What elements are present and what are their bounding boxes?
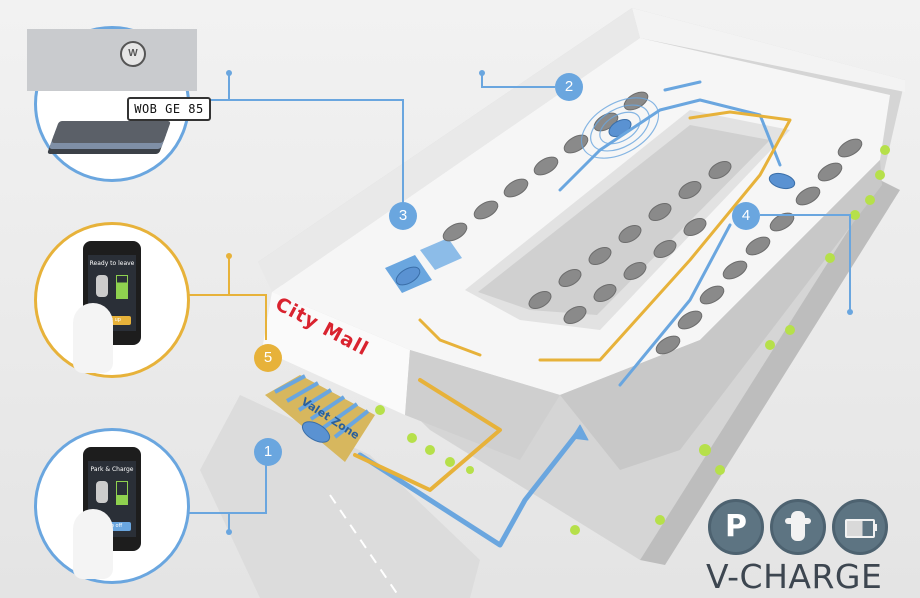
battery-icon <box>116 275 128 299</box>
callout-5: 5 <box>254 344 282 372</box>
phone-screen-title: Ready to leave <box>89 260 135 267</box>
car-icon <box>96 481 108 503</box>
building-wall-back <box>258 8 640 292</box>
car-front-grille <box>27 29 197 91</box>
battery-icon <box>116 481 128 505</box>
charging-pad-icon <box>50 121 172 143</box>
license-plate: WOB GE 85 <box>127 97 211 121</box>
callout-3: 3 <box>389 202 417 230</box>
leader-lines <box>182 75 851 530</box>
v-charge-title: V-CHARGE <box>706 557 883 596</box>
side-columns <box>640 180 900 565</box>
phone-screen-title: Park & Charge <box>90 466 134 473</box>
callout-1: 1 <box>254 438 282 466</box>
callout-2: 2 <box>555 73 583 101</box>
hand-icon <box>73 509 113 579</box>
battery-icon <box>832 499 888 555</box>
callout-4: 4 <box>732 202 760 230</box>
smartphone: Park & Charge Drop off <box>83 447 141 551</box>
charging-plate-bubble: W WOB GE 85 <box>27 26 211 182</box>
robot-icon <box>770 499 826 555</box>
trees <box>375 145 890 535</box>
hand-icon <box>73 303 113 373</box>
blue-car <box>395 266 421 286</box>
car-icon <box>96 275 108 297</box>
routes <box>353 80 792 548</box>
parking-icon: P <box>708 499 764 555</box>
dropoff-phone-bubble: Park & Charge Drop off <box>34 428 190 584</box>
pickup-phone-bubble: Ready to leave Pick up <box>34 222 190 378</box>
front-facade <box>262 292 410 415</box>
vw-logo-icon: W <box>120 41 146 67</box>
